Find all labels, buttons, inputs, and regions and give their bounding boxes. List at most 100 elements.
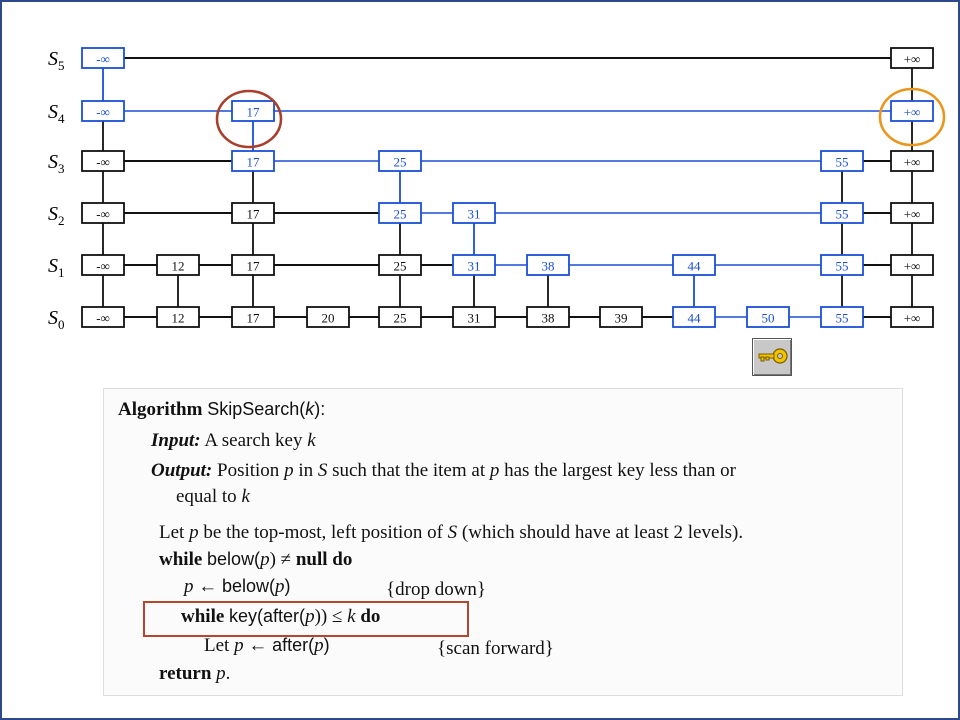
- inner-loop-highlight-box: [143, 601, 469, 637]
- skip-list-node: [452, 254, 496, 276]
- skip-list-node: [81, 47, 125, 69]
- node-label: 17: [247, 311, 261, 326]
- skip-list-node: [378, 202, 422, 224]
- level-label: S1: [48, 255, 65, 280]
- skip-list-node: [890, 306, 934, 328]
- level-label: S5: [48, 48, 65, 73]
- node-label: 55: [836, 259, 849, 274]
- node-label: 55: [836, 311, 849, 326]
- skip-list-node: [820, 306, 864, 328]
- algorithm-title: Algorithm SkipSearch(k):: [118, 399, 326, 420]
- skip-list-node: [890, 254, 934, 276]
- skip-list-node: [672, 306, 716, 328]
- node-label: -∞: [96, 259, 110, 274]
- node-label: +∞: [904, 259, 921, 274]
- node-label: 12: [172, 259, 185, 274]
- node-label: 44: [688, 259, 702, 274]
- skip-list-node: [820, 202, 864, 224]
- node-label: 17: [247, 259, 261, 274]
- node-label: 25: [394, 207, 407, 222]
- return-line: return p.: [159, 663, 231, 684]
- level-label: S0: [48, 307, 65, 332]
- output-line-2: equal to k: [176, 486, 250, 507]
- skip-list-node: [378, 306, 422, 328]
- node-label: -∞: [96, 311, 110, 326]
- node-label: 31: [468, 207, 481, 222]
- output-line: Output: Position p in S such that the it…: [151, 460, 736, 481]
- node-label: 25: [394, 155, 407, 170]
- skip-list-node: [81, 100, 125, 122]
- plus-infinity-circle: [878, 87, 946, 147]
- node-label: 17: [247, 207, 261, 222]
- node-label: 44: [688, 311, 702, 326]
- skip-list-node: [156, 254, 200, 276]
- outer-while-line: while below(p) ≠ null do: [159, 549, 353, 570]
- skip-list-node: [890, 202, 934, 224]
- inner-while-line: while key(after(p)) ≤ k do: [181, 606, 381, 627]
- skip-list-node: [526, 254, 570, 276]
- skip-list-node: [890, 150, 934, 172]
- skip-list-node: [746, 306, 790, 328]
- skip-list-node: [81, 202, 125, 224]
- skip-list-node: [231, 150, 275, 172]
- node-label: 38: [542, 259, 555, 274]
- level-label: S2: [48, 203, 65, 228]
- key-button[interactable]: [752, 338, 792, 376]
- input-line: Input: A search key k: [151, 430, 316, 451]
- drop-down-comment: {drop down}: [386, 579, 487, 600]
- skip-list-node: [452, 202, 496, 224]
- skip-list-node: [452, 306, 496, 328]
- skip-list-node: [378, 254, 422, 276]
- node-label: 25: [394, 259, 407, 274]
- node-label: -∞: [96, 52, 110, 67]
- node-label: -∞: [96, 155, 110, 170]
- node-label: +∞: [904, 105, 921, 120]
- key-icon: [758, 348, 788, 364]
- skip-list-node: [81, 150, 125, 172]
- skip-list-node: [378, 150, 422, 172]
- node-label: 20: [322, 311, 335, 326]
- skip-list-node: [81, 254, 125, 276]
- skip-list-node: [672, 254, 716, 276]
- node-label: 31: [468, 259, 481, 274]
- algorithm-panel: Algorithm SkipSearch(k): Input: A search…: [103, 388, 903, 696]
- node-label: 38: [542, 311, 555, 326]
- node-label: -∞: [96, 105, 110, 120]
- skip-list-node: [81, 306, 125, 328]
- node-label: 31: [468, 311, 481, 326]
- skip-list-node: [526, 306, 570, 328]
- scan-forward-line: Let p ← after(p): [204, 635, 330, 656]
- skip-list-node: [306, 306, 350, 328]
- node-label: +∞: [904, 207, 921, 222]
- drop-down-line: p ← below(p): [184, 576, 291, 597]
- node-label: 17: [247, 105, 261, 120]
- skip-list-node: [231, 100, 275, 122]
- init-line: Let p be the top-most, left position of …: [159, 522, 744, 543]
- skip-list-node: [820, 150, 864, 172]
- skip-list-node: [231, 202, 275, 224]
- skip-list-diagram: S5 -∞ +∞ S4 -∞ 17 +∞ S3 -∞ 17 25 55 +∞ S2 -∞ 17 25 31 55 +∞…: [48, 47, 946, 332]
- level-label: S4: [48, 101, 65, 126]
- found-node-circle: [215, 89, 283, 149]
- node-label: +∞: [904, 52, 921, 67]
- node-label: 55: [836, 207, 849, 222]
- node-label: 55: [836, 155, 849, 170]
- skip-list-node: [231, 306, 275, 328]
- level-label: S3: [48, 151, 65, 176]
- node-label: +∞: [904, 155, 921, 170]
- node-label: -∞: [96, 207, 110, 222]
- node-label: 50: [762, 311, 775, 326]
- skip-list-node: [599, 306, 643, 328]
- node-label: 25: [394, 311, 407, 326]
- skip-list-node: [820, 254, 864, 276]
- scan-forward-comment: {scan forward}: [437, 638, 554, 659]
- skip-list-node: [231, 254, 275, 276]
- node-label: +∞: [904, 311, 921, 326]
- skip-list-node: [890, 100, 934, 122]
- node-label: 39: [615, 311, 628, 326]
- skip-list-node: [890, 47, 934, 69]
- skip-list-node: [156, 306, 200, 328]
- node-label: 12: [172, 311, 185, 326]
- node-label: 17: [247, 155, 261, 170]
